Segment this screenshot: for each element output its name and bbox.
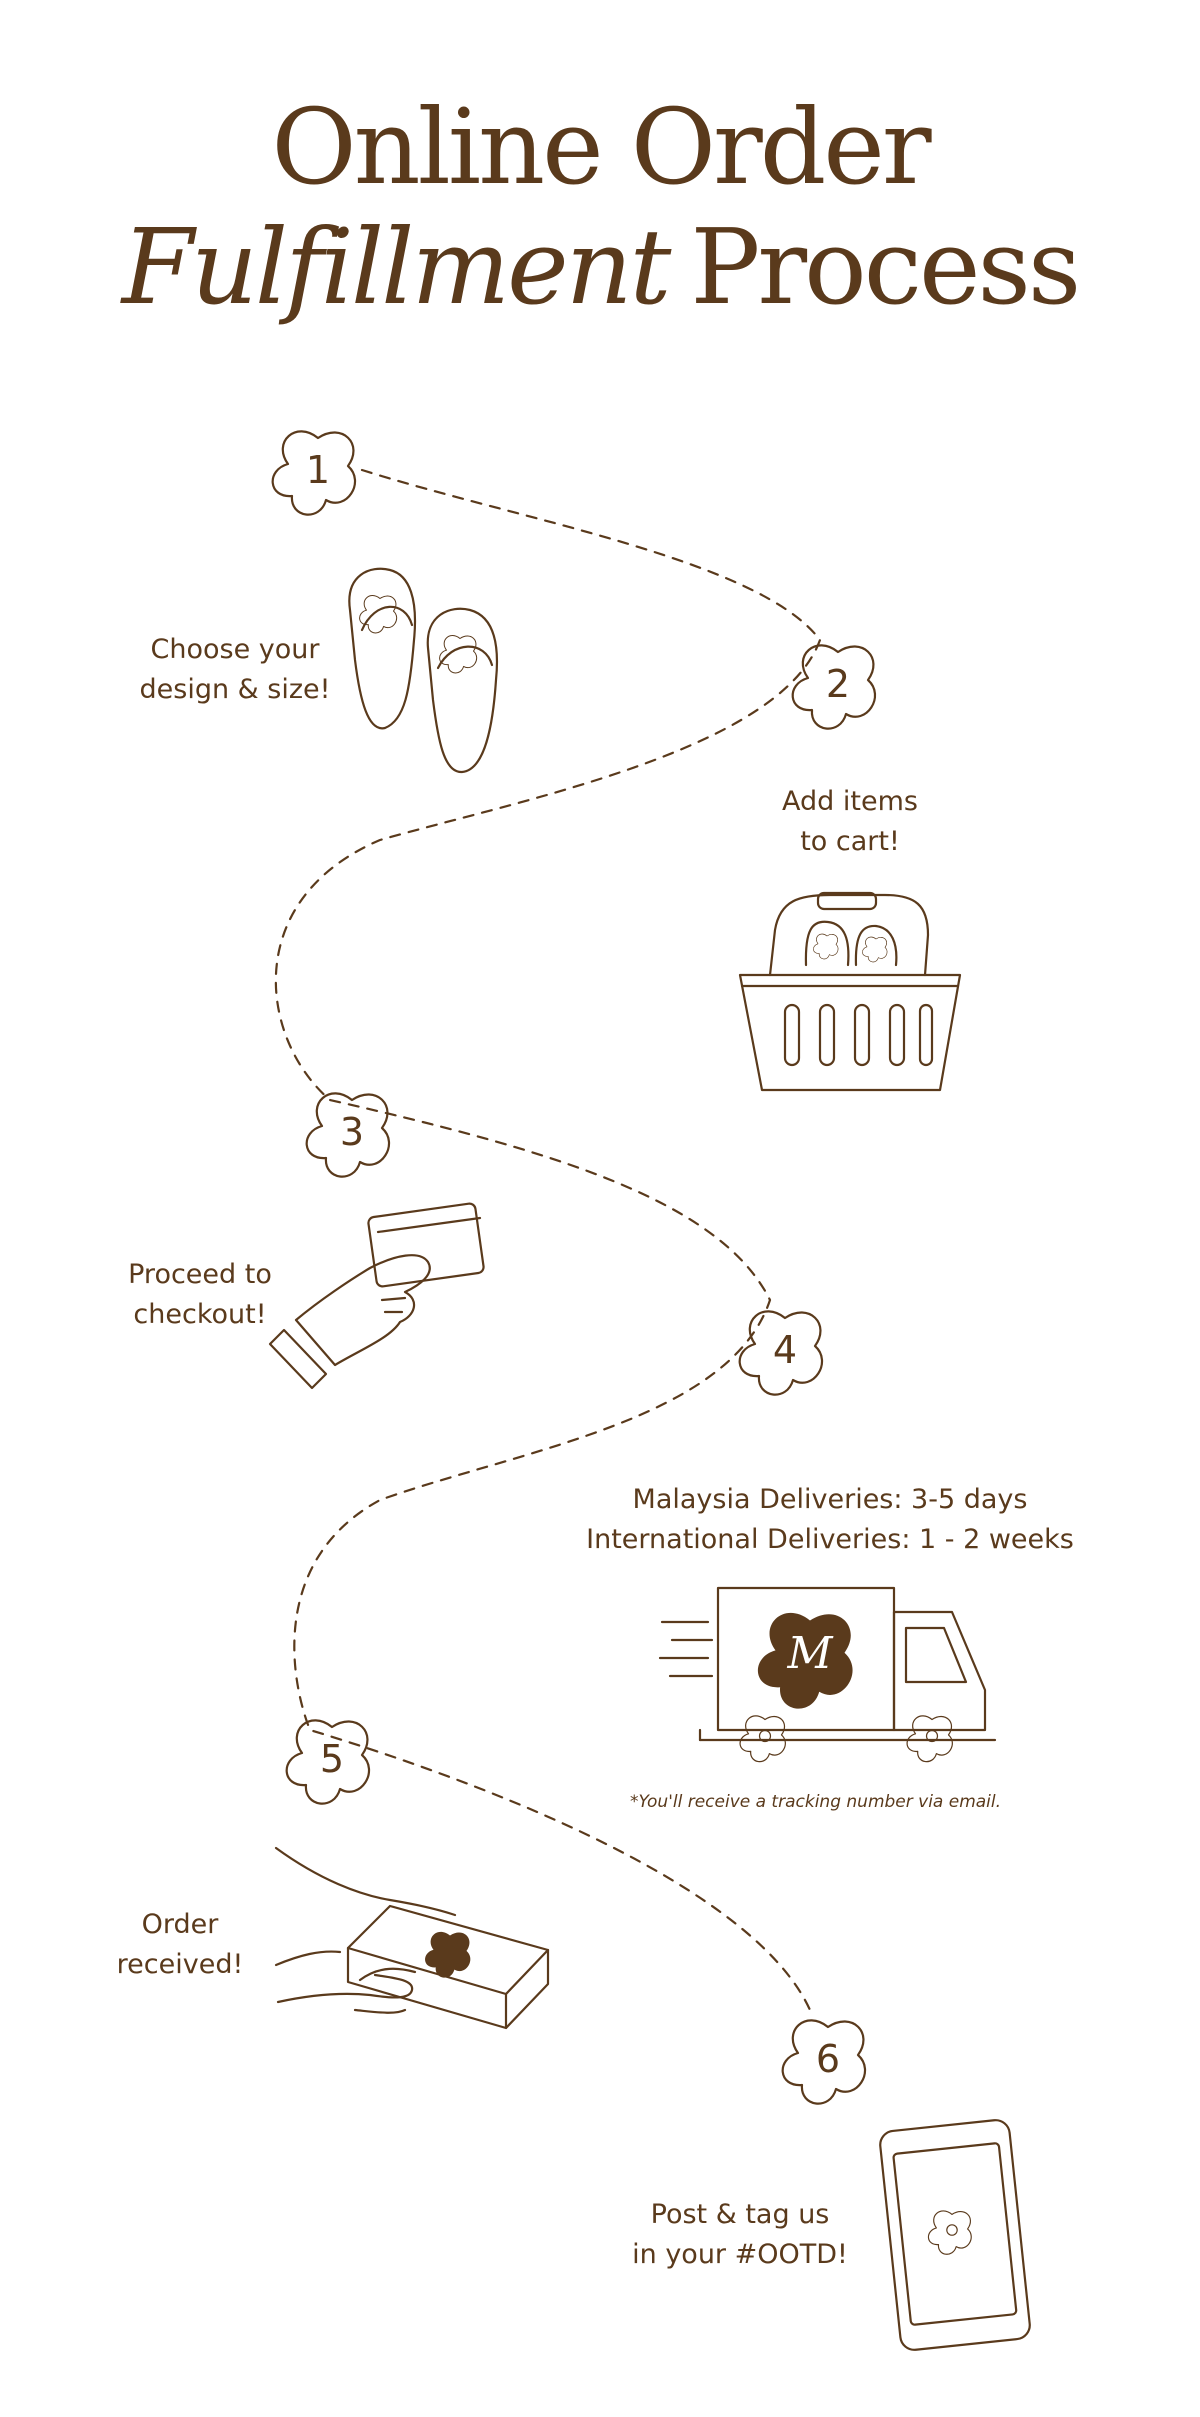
dashed-path: [274, 468, 822, 2012]
basket-icon: [738, 891, 962, 1092]
title-word-process: Process: [690, 206, 1081, 328]
step-label-4-line-2: International Deliveries: 1 - 2 weeks: [586, 1524, 1074, 1555]
step-label-1-line-1: Choose your: [150, 634, 320, 665]
delivery-truck-icon: M: [658, 1586, 997, 1763]
title-line-1: Online Order: [271, 86, 931, 208]
step-badge-4: 4: [738, 1310, 824, 1396]
slippers-icon: [348, 567, 499, 774]
tracking-note: *You'll receive a tracking number via em…: [630, 1792, 1002, 1812]
step-number-1: 1: [306, 448, 330, 492]
card-hand-icon: [268, 1202, 485, 1390]
step-label-2: Add items to cart!: [740, 782, 960, 862]
step-badge-3: 3: [305, 1092, 391, 1178]
step-badge-6: 6: [781, 2019, 867, 2105]
step-label-2-line-2: to cart!: [800, 826, 900, 857]
step-number-2: 2: [826, 662, 850, 706]
step-badge-1: 1: [271, 430, 357, 516]
step-label-5: Order received!: [90, 1905, 270, 1985]
step-number-4: 4: [773, 1328, 797, 1372]
step-label-6: Post & tag us in your #OOTD!: [610, 2195, 870, 2275]
step-label-3: Proceed to checkout!: [100, 1255, 300, 1335]
step-label-4-line-1: Malaysia Deliveries: 3-5 days: [632, 1484, 1028, 1515]
brand-logo: M: [786, 1628, 833, 1679]
step-label-1: Choose your design & size!: [120, 630, 350, 710]
step-label-1-line-2: design & size!: [139, 674, 331, 705]
phone-icon: [879, 2119, 1031, 2351]
step-badge-5: 5: [285, 1719, 371, 1805]
step-label-2-line-1: Add items: [782, 786, 918, 817]
step-label-6-line-2: in your #OOTD!: [632, 2239, 848, 2270]
parcel-hands-icon: [274, 1846, 550, 2030]
step-label-6-line-1: Post & tag us: [650, 2199, 830, 2230]
title-italic-word: Fulfillment: [121, 206, 672, 328]
step-label-3-line-1: Proceed to: [128, 1259, 272, 1290]
step-label-3-line-2: checkout!: [133, 1299, 267, 1330]
step-label-5-line-1: Order: [141, 1909, 219, 1940]
step-label-5-line-2: received!: [116, 1949, 244, 1980]
step-label-4: Malaysia Deliveries: 3-5 days Internatio…: [560, 1480, 1100, 1560]
step-number-5: 5: [320, 1737, 344, 1781]
step-badge-2: 2: [791, 644, 877, 730]
step-number-3: 3: [340, 1110, 364, 1154]
step-number-6: 6: [816, 2037, 840, 2081]
